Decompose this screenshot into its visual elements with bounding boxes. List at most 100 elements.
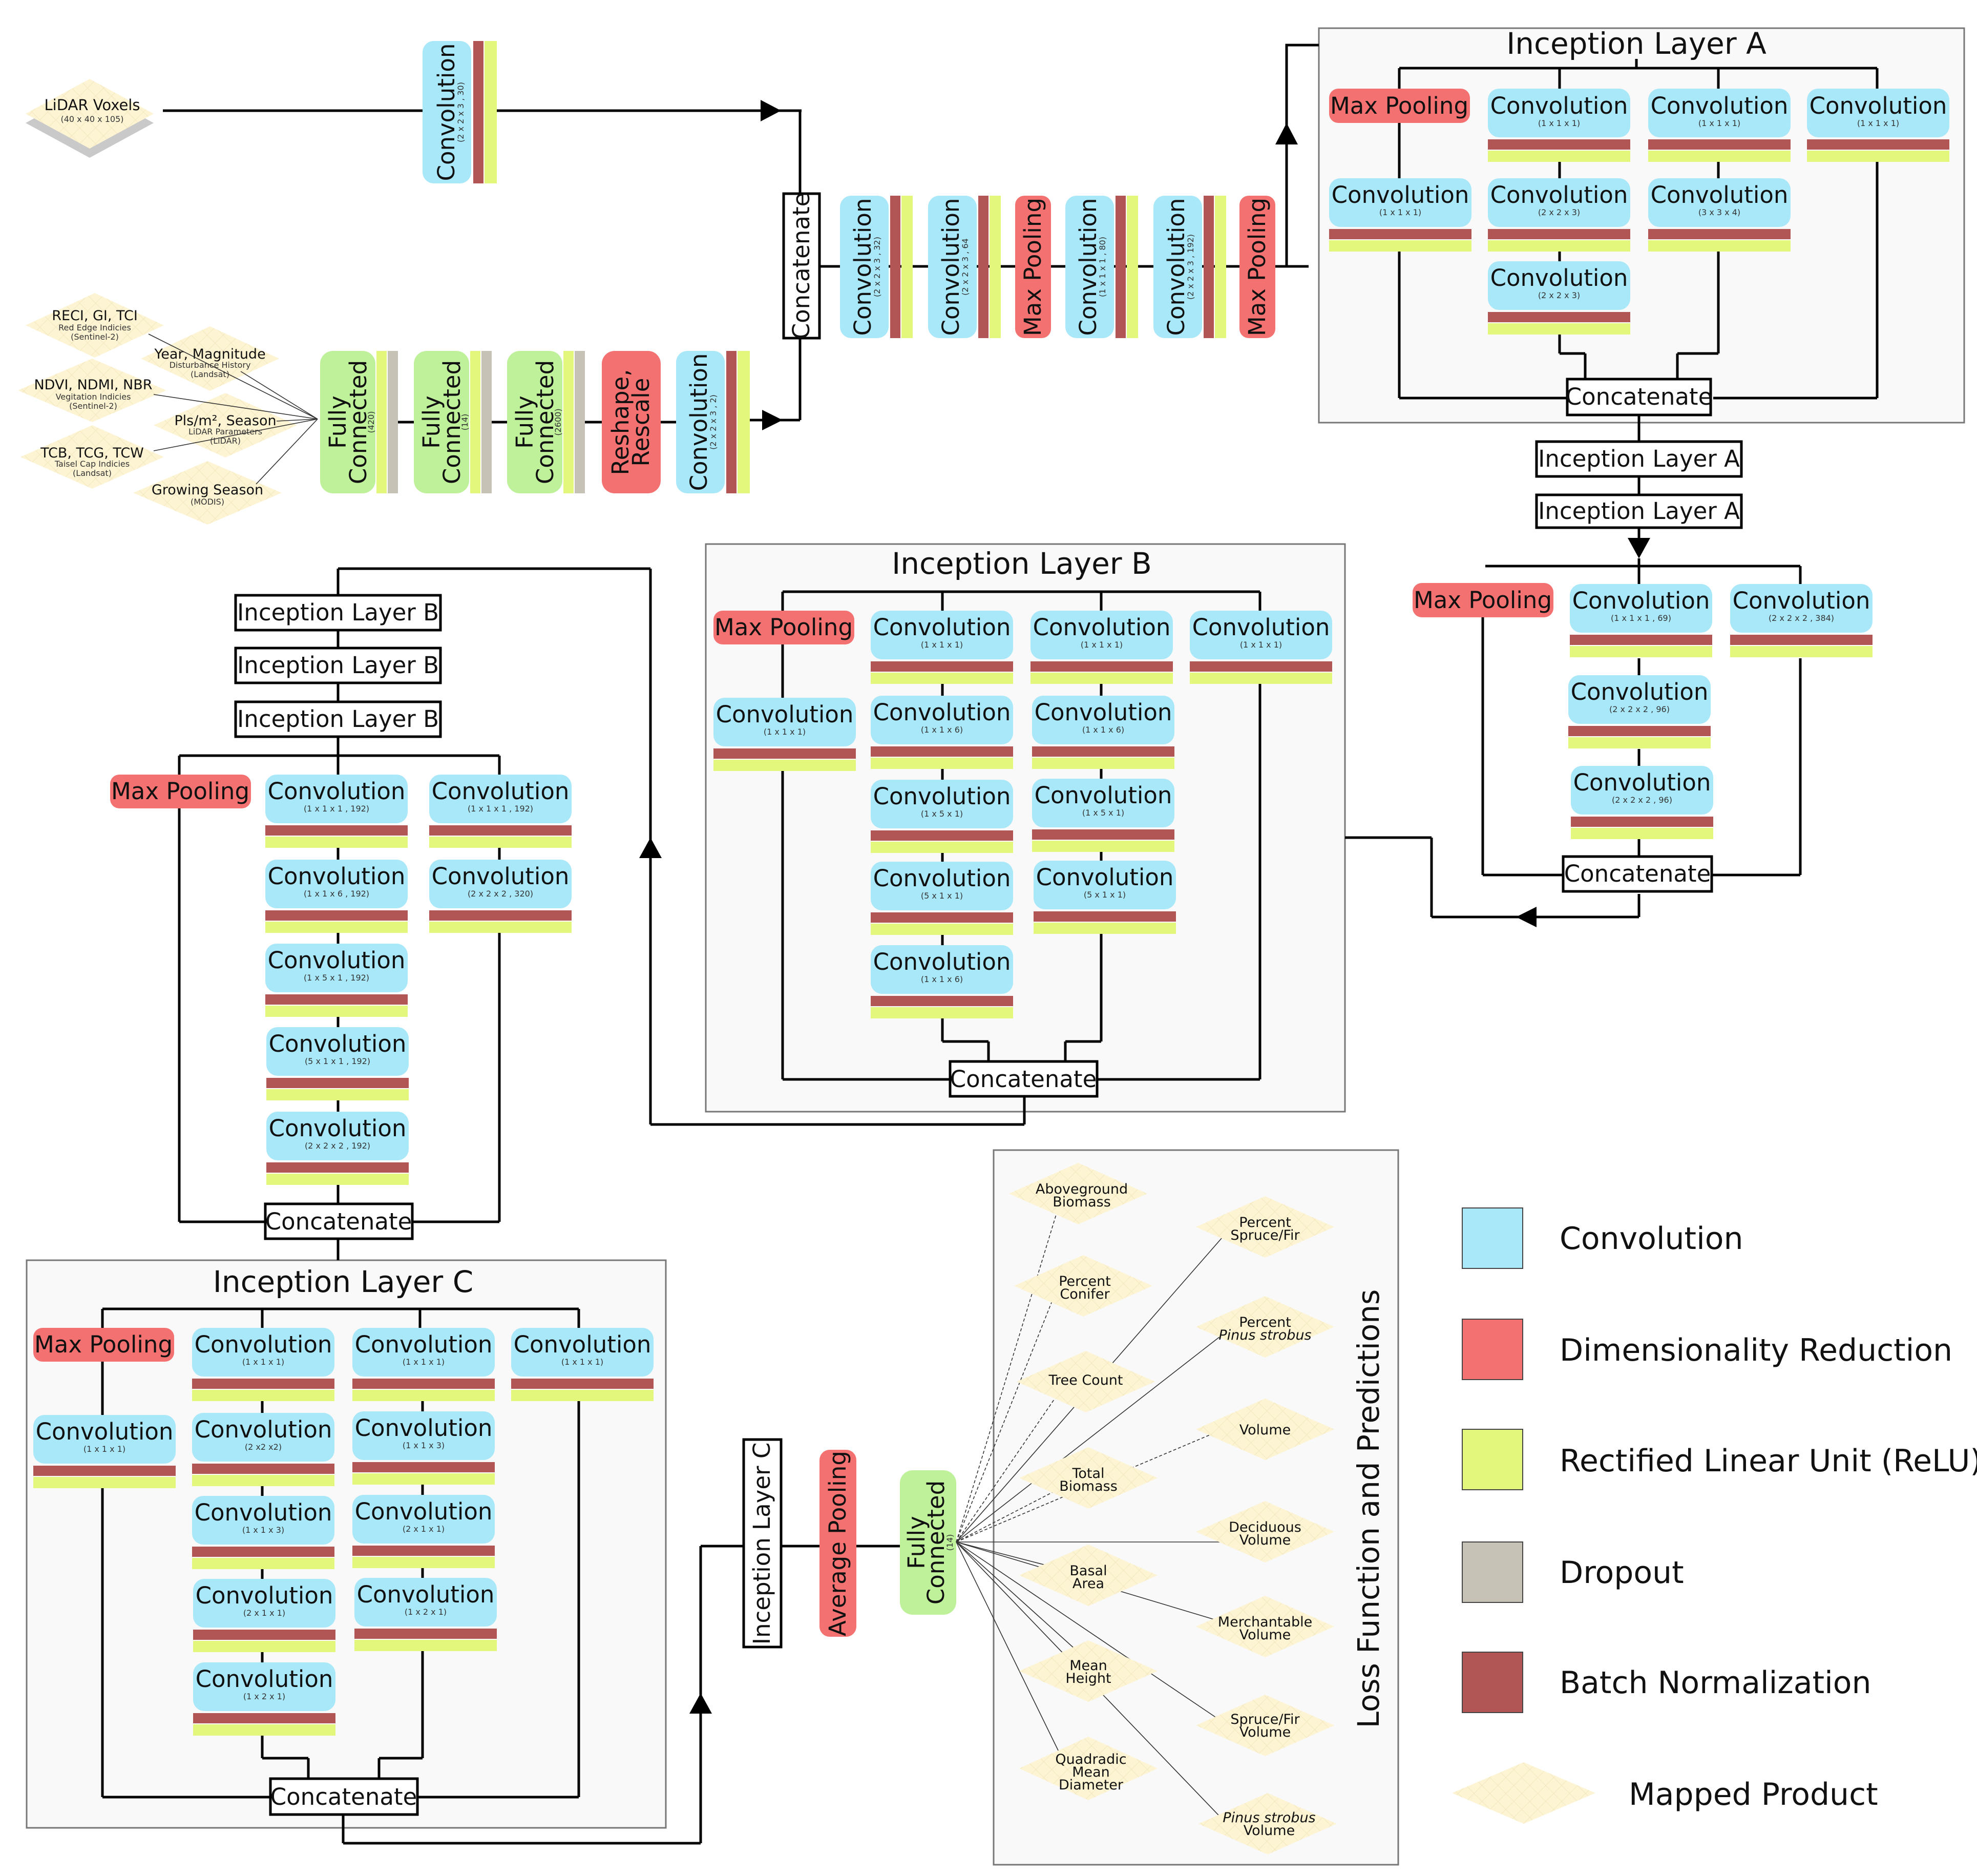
svg-text:Taisel Cap Indicies: Taisel Cap Indicies	[54, 459, 130, 469]
svg-text:(1 x 1 x 1): (1 x 1 x 1)	[242, 1357, 284, 1367]
inception-a-conv-2: Convolution (1 x 1 x 1)	[1648, 89, 1791, 162]
svg-text:(MODIS): (MODIS)	[191, 497, 224, 507]
lidar-conv-params: (2 x 2 x 3 , 30)	[456, 82, 466, 142]
svg-text:Connected: Connected	[438, 360, 466, 484]
svg-text:Connected: Connected	[532, 360, 559, 484]
fully-connected-2: Fully Connected (14)	[414, 351, 492, 493]
svg-text:Pinus strobus: Pinus strobus	[1223, 1810, 1315, 1826]
ancillary-convolution-block: Convolution (2 x 2 x 3 , 2)	[676, 351, 750, 493]
svg-text:Percent: Percent	[1059, 1274, 1111, 1289]
svg-text:Inception Layer B: Inception Layer B	[237, 599, 439, 626]
product-tree-count: Tree Count	[1017, 1351, 1155, 1412]
svg-text:(LiDAR): (LiDAR)	[210, 436, 241, 446]
svg-text:Mean: Mean	[1069, 1658, 1107, 1674]
inception-a-repeat-2: Inception Layer A	[1535, 493, 1743, 529]
inception-b-concatenate: Concatenate	[949, 1060, 1099, 1098]
svg-text:Percent: Percent	[1239, 1215, 1291, 1231]
svg-text:Convolution: Convolution	[1490, 264, 1628, 291]
svg-text:Pls/m², Season: Pls/m², Season	[174, 413, 276, 429]
reduction-a-conv-4: Convolution (2 x 2 x 2 , 96)	[1571, 766, 1713, 839]
inception-c-repeat: Inception Layer C	[742, 1438, 783, 1649]
inception-b-title: Inception Layer B	[892, 546, 1152, 581]
svg-text:Convolution: Convolution	[195, 1416, 332, 1443]
svg-text:Height: Height	[1065, 1671, 1111, 1686]
reduction-b-branch-b-conv-1: Convolution (1 x 1 x 1 , 192)	[429, 775, 572, 848]
svg-text:(1 x 2 x 1): (1 x 2 x 1)	[405, 1607, 447, 1617]
svg-text:Inception Layer A: Inception Layer A	[1538, 497, 1740, 525]
svg-text:(2 x 2 x 3 , 2): (2 x 2 x 3 , 2)	[708, 394, 718, 450]
svg-text:(2 x 2 x 2 , 384): (2 x 2 x 2 , 384)	[1769, 613, 1834, 623]
svg-text:Convolution: Convolution	[36, 1418, 174, 1445]
svg-text:(2 x 2 x 3 , 64: (2 x 2 x 3 , 64	[960, 238, 970, 296]
svg-text:Convolution: Convolution	[1651, 181, 1789, 209]
product-merchantable-volume: Merchantable Volume	[1196, 1596, 1334, 1657]
inception-a-conv-1: Convolution (1 x 1 x 1)	[1488, 89, 1630, 162]
svg-text:Convolution: Convolution	[268, 863, 406, 890]
inception-c-branch-c-conv: Convolution (1 x 1 x 1)	[511, 1328, 654, 1401]
reshape-rescale-block: Reshape, Rescale	[602, 351, 661, 493]
legend-relu-swatch	[1462, 1429, 1523, 1490]
legend-batch-norm-swatch	[1462, 1652, 1523, 1713]
svg-text:Volume: Volume	[1239, 1724, 1291, 1740]
svg-text:Convolution: Convolution	[269, 1115, 407, 1142]
lidar-voxels-dims: (40 x 40 x 105)	[60, 114, 123, 124]
fully-connected-1: Fully Connected (420)	[320, 351, 398, 493]
svg-text:Inception Layer A: Inception Layer A	[1538, 445, 1740, 472]
svg-text:Average Pooling: Average Pooling	[824, 1451, 851, 1636]
legend-convolution-label: Convolution	[1560, 1221, 1743, 1257]
product-quadradic-mean-diameter: Quadradic Mean Diameter	[1019, 1737, 1158, 1800]
inception-c-branch-a-conv-1: Convolution (1 x 1 x 1)	[192, 1328, 334, 1401]
inception-a-conv-7: Convolution (2 x 2 x 3)	[1488, 261, 1630, 335]
product-percent-pinus-strobus: Percent Pinus strobus	[1196, 1296, 1334, 1358]
svg-text:Convolution: Convolution	[195, 1331, 332, 1358]
inception-c-mp-conv: Convolution (1 x 1 x 1)	[33, 1415, 176, 1488]
ndvi-product: NDVI, NDMI, NBR Vegitation Indicies (Sen…	[18, 359, 166, 422]
svg-text:Diameter: Diameter	[1059, 1777, 1124, 1793]
svg-text:(1 x 5 x 1): (1 x 5 x 1)	[1082, 808, 1124, 818]
svg-text:Convolution: Convolution	[268, 778, 406, 805]
svg-text:Convolution: Convolution	[196, 1665, 333, 1693]
legend-dropout-swatch	[1462, 1541, 1523, 1603]
svg-text:Fully: Fully	[324, 395, 351, 449]
svg-text:Convolution: Convolution	[1572, 587, 1710, 614]
reduction-b-concatenate: Concatenate	[264, 1202, 414, 1240]
svg-text:Mean: Mean	[1072, 1764, 1110, 1780]
svg-text:Red Edge Indicies: Red Edge Indicies	[58, 323, 131, 332]
svg-text:Convolution: Convolution	[355, 1331, 493, 1358]
svg-text:(1 x 1 x 1): (1 x 1 x 1)	[1379, 207, 1421, 217]
svg-text:Volume: Volume	[1239, 1627, 1291, 1643]
svg-text:Deciduous: Deciduous	[1229, 1519, 1301, 1535]
svg-text:(1 x 1 x 1 , 192): (1 x 1 x 1 , 192)	[304, 804, 369, 814]
svg-text:(2 x2 x2): (2 x2 x2)	[245, 1442, 282, 1452]
growing-season-product: Growing Season (MODIS)	[133, 461, 282, 525]
svg-text:(5 x 1 x 1): (5 x 1 x 1)	[921, 891, 963, 901]
inception-a-conv-3: Convolution (1 x 1 x 1)	[1807, 89, 1949, 162]
reduction-b-branch-a-conv-2: Convolution (1 x 1 x 6 , 192)	[265, 860, 408, 933]
fully-connected-3: Fully Connected (2600)	[507, 351, 585, 493]
inception-a-down-arrow	[1628, 538, 1650, 558]
svg-text:Convolution: Convolution	[849, 198, 876, 336]
svg-text:Connected: Connected	[922, 1481, 950, 1604]
svg-text:Concatenate: Concatenate	[1566, 383, 1713, 410]
legend: Convolution Dimensionality Reduction Rec…	[1452, 1207, 1977, 1824]
reduction-b-lines	[178, 630, 501, 1260]
reduction-a-arrow-head	[1516, 907, 1537, 927]
inception-b-branch-a-conv-3: Convolution (1 x 5 x 1)	[871, 780, 1013, 853]
tcb-product: TCB, TCG, TCW Taisel Cap Indicies (Lands…	[20, 425, 164, 489]
ancillary-connector-lines	[148, 333, 318, 485]
svg-text:Convolution: Convolution	[1075, 198, 1102, 336]
svg-text:(2 x 2 x 2 , 96): (2 x 2 x 2 , 96)	[1612, 795, 1672, 805]
svg-text:Year, Magnitude: Year, Magnitude	[154, 346, 265, 362]
svg-text:Convolution: Convolution	[873, 699, 1011, 726]
svg-text:Max Pooling: Max Pooling	[1244, 198, 1271, 336]
svg-text:Convolution: Convolution	[1490, 181, 1628, 209]
inception-c-branch-a-conv-4: Convolution (2 x 1 x 1)	[193, 1579, 335, 1652]
svg-text:(2 x 2 x 2 , 96): (2 x 2 x 2 , 96)	[1609, 704, 1670, 714]
svg-text:Total: Total	[1071, 1466, 1104, 1482]
svg-text:(1 x 1 x 1): (1 x 1 x 1)	[1538, 118, 1580, 128]
stem-conv-4: Convolution (2 x 2 x 3 , 192)	[1153, 196, 1226, 338]
svg-text:Conifer: Conifer	[1060, 1286, 1110, 1302]
svg-text:Convolution: Convolution	[1033, 614, 1171, 641]
svg-text:Max Pooling: Max Pooling	[714, 614, 853, 641]
final-fully-connected: Fully Connected (14)	[900, 1470, 956, 1615]
